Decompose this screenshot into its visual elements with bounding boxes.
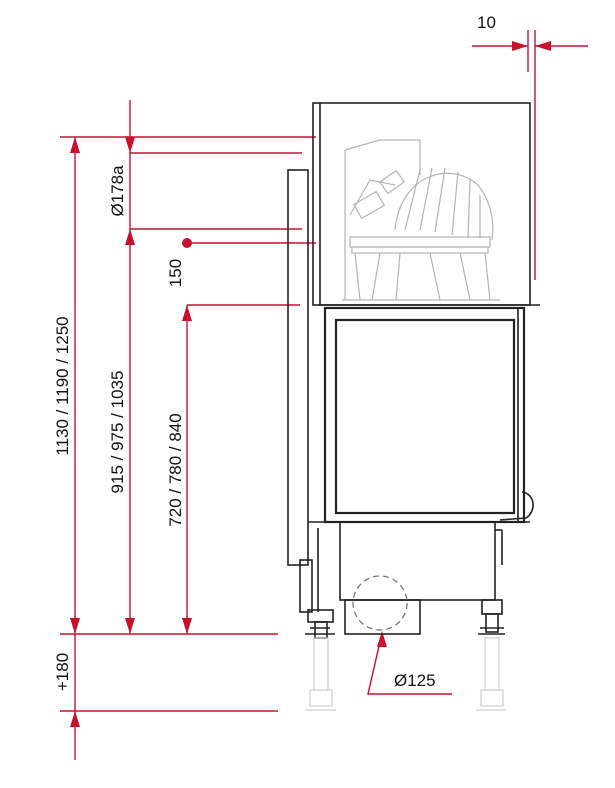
air-inlet-diameter-label: Ø125 <box>394 671 436 690</box>
top-offset-dimension <box>472 30 588 280</box>
top-offset-label: 10 <box>477 13 496 32</box>
fireplace-body <box>287 102 540 711</box>
flue-diameter-label: Ø178a <box>108 165 127 217</box>
air-inlet-leader <box>367 631 452 695</box>
left-leg <box>305 609 335 639</box>
extended-legs <box>306 637 506 711</box>
door-frame <box>323 306 526 524</box>
side-panel <box>287 169 309 566</box>
flue-center-height-label: 915 / 975 / 1035 <box>108 371 127 494</box>
dimension-lines <box>60 30 588 760</box>
door-bottom-height-label: 720 / 780 / 840 <box>166 413 185 526</box>
flue-collar <box>342 139 500 301</box>
ash-box <box>339 521 496 601</box>
flue-diameter-dimension <box>125 100 302 634</box>
door-glass <box>334 318 516 515</box>
right-leg <box>478 599 505 635</box>
door-handle <box>499 491 534 521</box>
leg-extension-label: +180 <box>53 653 72 691</box>
flue-offset-label: 150 <box>166 259 185 287</box>
total-height-dimension <box>60 136 316 635</box>
air-inlet-circle <box>352 575 408 631</box>
total-height-label: 1130 / 1190 / 1250 <box>53 316 72 455</box>
air-inlet-box <box>344 599 421 635</box>
leg-extension-dimension <box>60 634 278 760</box>
flue-offset-dimension <box>182 238 316 634</box>
